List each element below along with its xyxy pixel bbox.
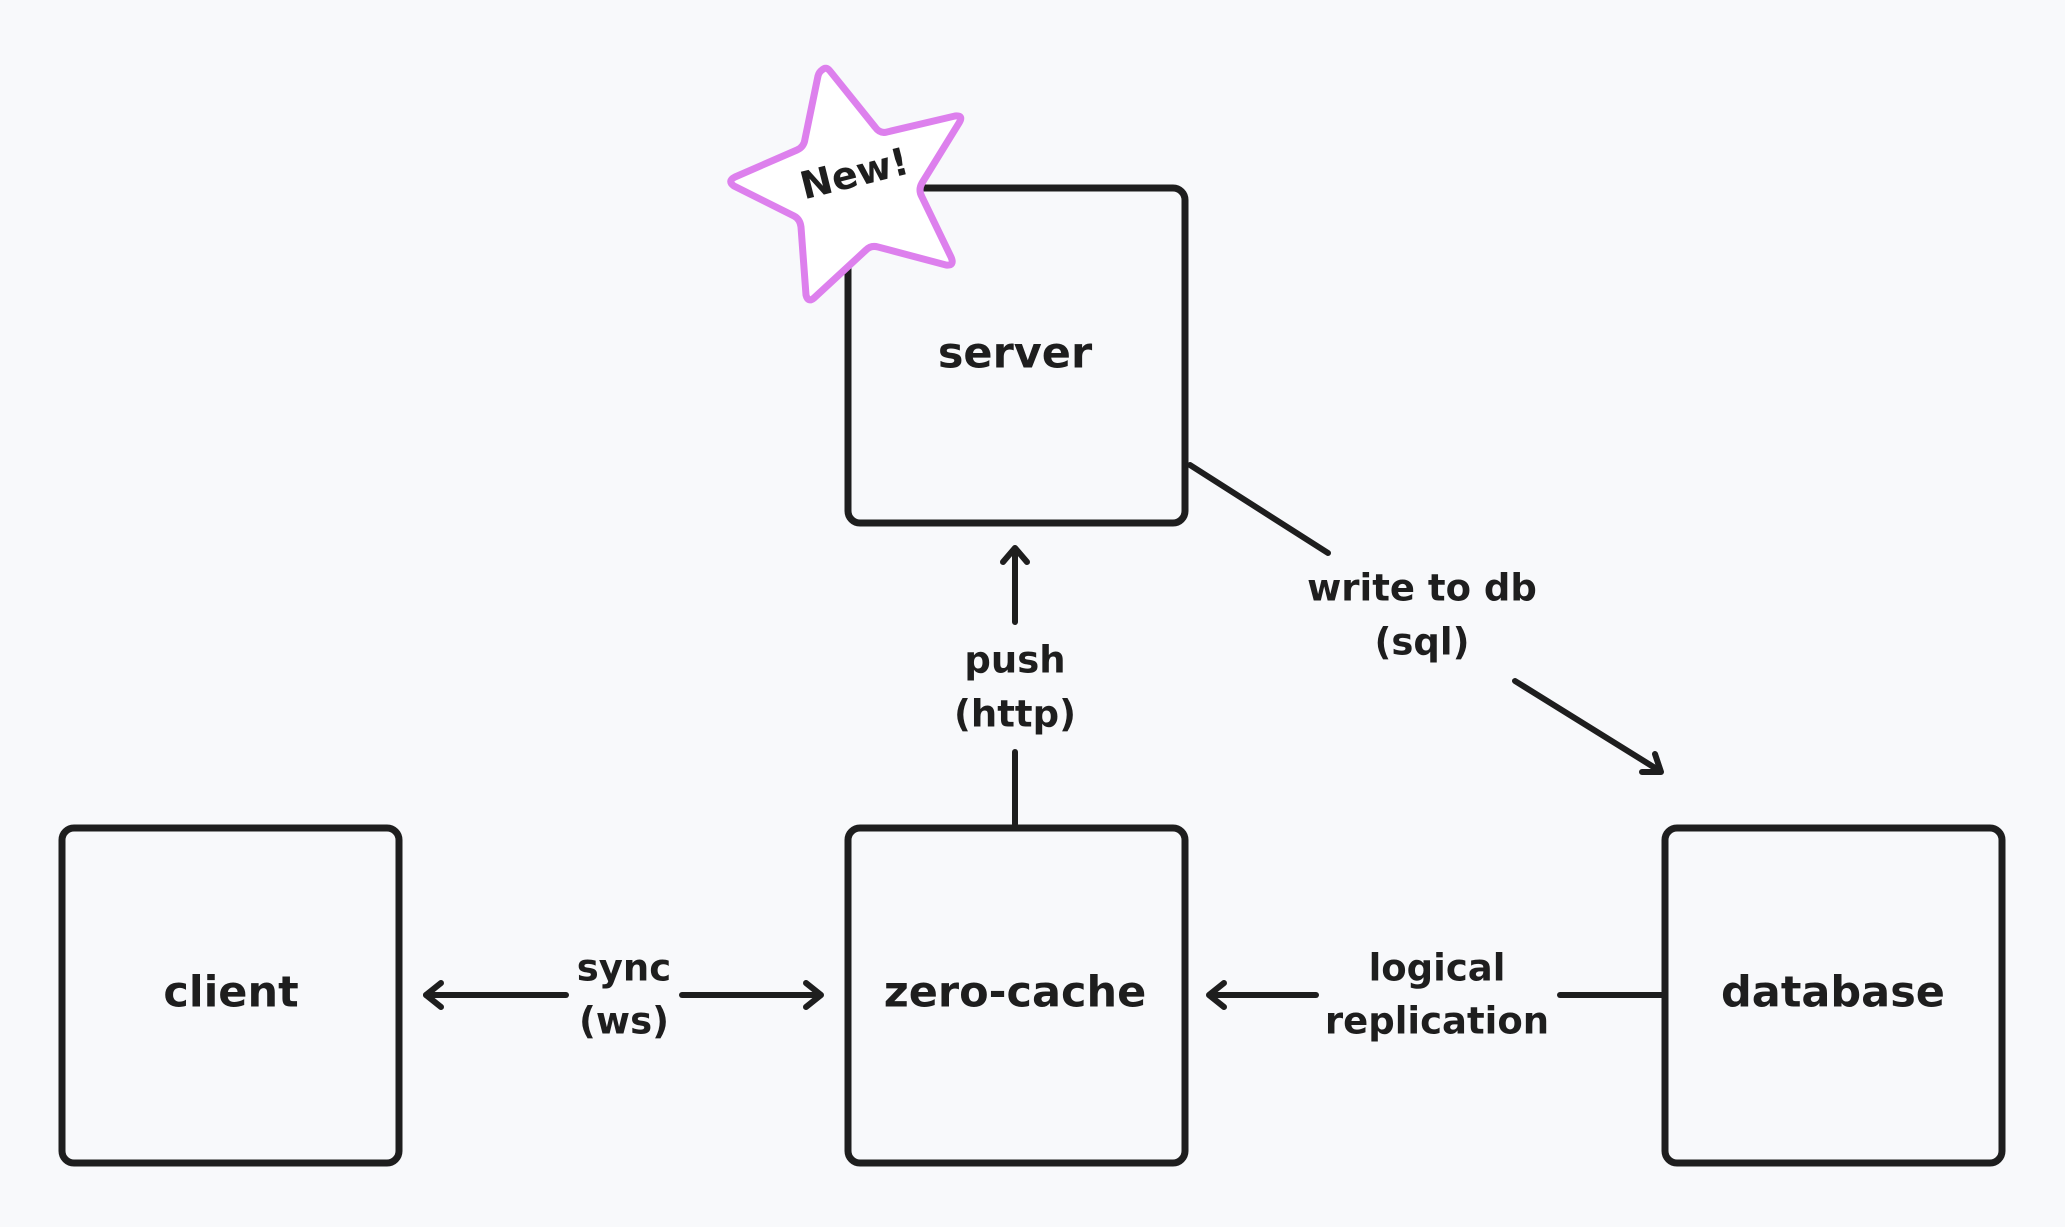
server-label: server bbox=[938, 329, 1093, 379]
database-node[interactable]: database bbox=[1661, 824, 2006, 1167]
server-box bbox=[844, 184, 1189, 527]
write-arrowhead-icon bbox=[1639, 751, 1664, 775]
server-node[interactable]: server bbox=[844, 184, 1189, 527]
client-label: client bbox=[163, 968, 298, 1018]
database-label: database bbox=[1721, 968, 1945, 1018]
replication-label-line2: replication bbox=[1325, 1000, 1549, 1043]
write-line-upper bbox=[1187, 462, 1331, 556]
replication-edge: logical replication bbox=[1206, 947, 1665, 1043]
client-box bbox=[58, 824, 403, 1167]
push-label-line1: push bbox=[964, 639, 1065, 682]
sync-label-line2: (ws) bbox=[579, 1000, 669, 1043]
database-box bbox=[1661, 824, 2006, 1167]
zero-cache-label: zero-cache bbox=[884, 968, 1147, 1018]
replication-label-line1: logical bbox=[1369, 947, 1506, 990]
sync-label-line1: sync bbox=[577, 947, 671, 990]
sync-arrowhead-left-icon bbox=[423, 980, 444, 1010]
new-badge: New! bbox=[727, 64, 965, 304]
write-line-lower bbox=[1512, 678, 1663, 774]
write-label-line2: (sql) bbox=[1374, 621, 1469, 664]
star-icon bbox=[727, 64, 965, 304]
zero-cache-box bbox=[844, 824, 1189, 1167]
zero-cache-node[interactable]: zero-cache bbox=[844, 824, 1189, 1167]
sync-arrowhead-right-icon bbox=[803, 980, 824, 1010]
write-label-line1: write to db bbox=[1307, 567, 1537, 610]
replication-arrowhead-icon bbox=[1206, 980, 1227, 1010]
sync-edge: sync (ws) bbox=[423, 947, 824, 1043]
push-label-line2: (http) bbox=[954, 693, 1076, 736]
push-edge: push (http) bbox=[954, 545, 1076, 827]
client-node[interactable]: client bbox=[58, 824, 403, 1167]
write-edge: write to db (sql) bbox=[1187, 462, 1664, 775]
push-arrowhead-icon bbox=[1000, 545, 1030, 565]
